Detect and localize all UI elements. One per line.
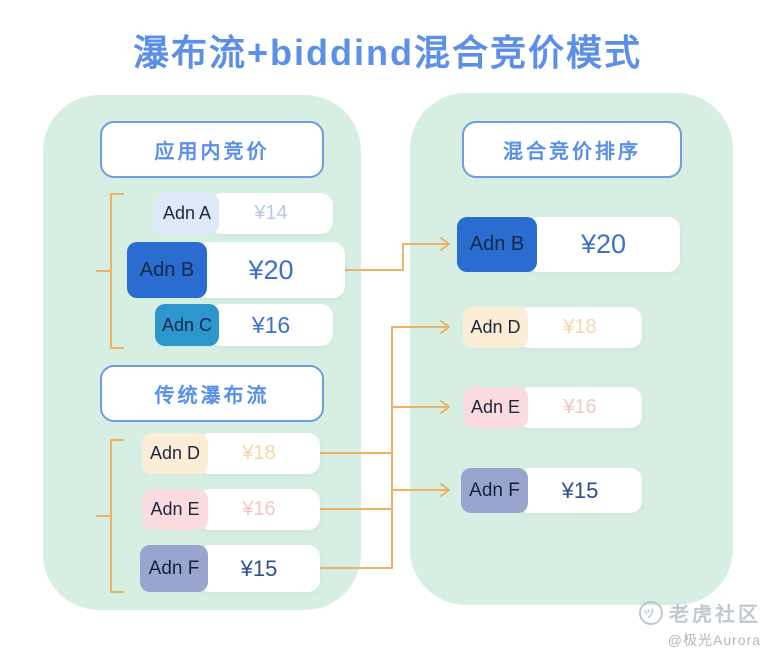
watermark: ツ 老虎社区 @极光Aurora [636,598,761,650]
left-row-adn-a: Adn A ¥14 [155,193,333,234]
adn-a-price-box: ¥14 [209,193,333,234]
right-row-adn-b: Adn B ¥20 [457,217,680,272]
left-panel-bidding-header: 应用内竞价 [100,121,324,178]
left-row-adn-f: Adn F ¥15 [140,545,320,592]
adn-e-label: Adn E [142,489,208,530]
ranked-adn-d-price-box: ¥18 [518,307,642,348]
adn-b-price-box: ¥20 [197,242,345,298]
adn-f-label: Adn F [140,545,208,592]
watermark-brand-row: ツ 老虎社区 [636,598,761,627]
ranked-adn-f-label: Adn F [461,468,528,513]
adn-e-price: ¥16 [242,498,276,520]
adn-b-price: ¥20 [248,254,294,285]
right-row-adn-d: Adn D ¥18 [463,307,642,348]
adn-b-label: Adn B [127,242,207,298]
tiger-logo-icon: ツ [636,598,666,627]
left-row-adn-c: Adn C ¥16 [155,304,333,346]
ranked-adn-d-label: Adn D [463,307,528,348]
ranked-adn-b-price-box: ¥20 [527,217,680,272]
adn-f-price: ¥15 [240,555,278,581]
adn-d-price: ¥18 [242,442,276,464]
ranked-adn-b-price: ¥20 [580,229,627,259]
adn-d-label: Adn D [142,433,208,474]
ranked-adn-d-price: ¥18 [563,316,597,338]
right-panel-header: 混合竞价排序 [462,121,682,178]
left-row-adn-d: Adn D ¥18 [142,433,320,474]
left-row-adn-b: Adn B ¥20 [127,242,345,298]
right-row-adn-f: Adn F ¥15 [461,468,642,513]
left-row-adn-e: Adn E ¥16 [142,489,320,530]
watermark-author: @极光Aurora [667,632,761,648]
ranked-adn-f-price: ¥15 [561,477,599,503]
page-title: 瀑布流+biddind混合竞价模式 [133,32,642,73]
adn-f-price-box: ¥15 [198,545,320,592]
right-panel [410,93,733,605]
adn-e-price-box: ¥16 [198,489,320,530]
adn-d-price-box: ¥18 [198,433,320,474]
adn-c-price-box: ¥16 [209,304,333,346]
watermark-brand-text: 老虎社区 [669,604,761,626]
adn-a-price: ¥14 [254,202,288,224]
adn-c-label: Adn C [155,304,219,346]
ranked-adn-e-price: ¥16 [563,396,597,418]
adn-a-label: Adn A [155,193,219,234]
right-row-adn-e: Adn E ¥16 [463,387,642,428]
ranked-adn-e-price-box: ¥16 [518,387,642,428]
ranked-adn-f-price-box: ¥15 [518,468,642,513]
ranked-adn-b-label: Adn B [457,217,537,272]
ranked-adn-e-label: Adn E [463,387,528,428]
left-panel-waterfall-header: 传统瀑布流 [100,365,324,422]
adn-c-price: ¥16 [251,311,291,338]
